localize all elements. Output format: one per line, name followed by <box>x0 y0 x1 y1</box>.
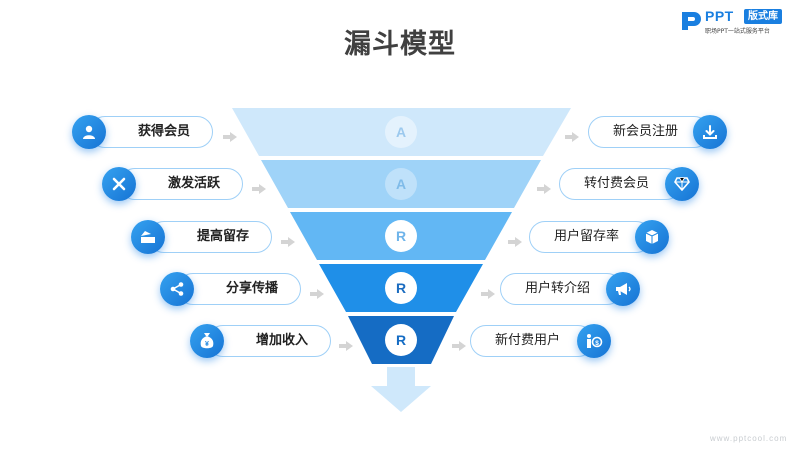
left-item-pill: 获得会员 <box>89 116 213 148</box>
arrow-right-icon <box>565 127 579 142</box>
watermark: www.pptcool.com <box>710 434 788 443</box>
arrow-right-icon <box>281 232 295 247</box>
arrow-right-icon <box>310 284 324 299</box>
person-icon <box>72 115 106 149</box>
right-item-pill: 新付费用户 <box>470 325 594 357</box>
funnel-stage-badge <box>385 324 417 356</box>
left-item-label: 分享传播 <box>226 281 279 296</box>
funnel-stage-badge <box>385 220 417 252</box>
page-title: 漏斗模型 <box>344 29 456 60</box>
payer-icon: $ <box>577 324 611 358</box>
left-item-label: 增加收入 <box>256 333 309 348</box>
right-item-pill: 转付费会员 <box>559 168 682 200</box>
funnel-stage-letter: R <box>396 228 406 244</box>
right-item-pill: 用户转介绍 <box>500 273 623 305</box>
download-icon <box>693 115 727 149</box>
box-icon <box>131 220 165 254</box>
left-item-pill: 增加收入 <box>207 325 331 357</box>
left-item-label: 获得会员 <box>138 124 191 139</box>
share-icon <box>160 272 194 306</box>
diamond-icon <box>665 167 699 201</box>
svg-text:$: $ <box>595 340 599 347</box>
arrow-right-icon <box>452 336 466 351</box>
ppt-logo-icon <box>682 12 701 30</box>
right-item-label: 新会员注册 <box>613 124 679 139</box>
arrow-right-icon <box>508 232 522 247</box>
logo-brand: PPT <box>705 8 734 24</box>
arrow-right-icon <box>481 284 495 299</box>
package-icon <box>635 220 669 254</box>
left-item-pill: 激发活跃 <box>119 168 243 200</box>
arrow-right-icon <box>339 336 353 351</box>
right-item-label: 用户转介绍 <box>525 281 591 296</box>
right-item-label: 新付费用户 <box>495 333 561 348</box>
arrow-right-icon <box>252 179 266 194</box>
funnel-stage-badge <box>385 116 417 148</box>
megaphone-icon <box>606 272 640 306</box>
right-item-pill: 新会员注册 <box>588 116 710 148</box>
logo-tagline: 职场PPT一站式服务平台 <box>705 28 770 35</box>
left-item-label: 提高留存 <box>197 229 250 244</box>
funnel-down-arrow <box>371 367 431 412</box>
logo-badge: 版式库 <box>744 9 782 24</box>
right-item-label: 用户留存率 <box>554 229 620 244</box>
right-item-pill: 用户留存率 <box>529 221 652 253</box>
money-bag-icon: ¥ <box>190 324 224 358</box>
left-item-label: 激发活跃 <box>168 176 221 191</box>
arrow-right-icon <box>223 127 237 142</box>
left-item-pill: 分享传播 <box>177 273 301 305</box>
brand-logo: PPT 版式库 职场PPT一站式服务平台 <box>680 8 796 36</box>
funnel-stage-badge <box>385 272 417 304</box>
funnel-stage-letter: R <box>396 280 406 296</box>
funnel-stage-letter: A <box>396 124 406 140</box>
arrow-right-icon <box>537 179 551 194</box>
left-item-pill: 提高留存 <box>148 221 272 253</box>
funnel-stage-badge <box>385 168 417 200</box>
svg-text:¥: ¥ <box>205 341 209 348</box>
cross-tools-icon <box>102 167 136 201</box>
funnel-stage-letter: R <box>396 332 406 348</box>
right-item-label: 转付费会员 <box>584 176 650 191</box>
funnel-stage-letter: A <box>396 176 406 192</box>
